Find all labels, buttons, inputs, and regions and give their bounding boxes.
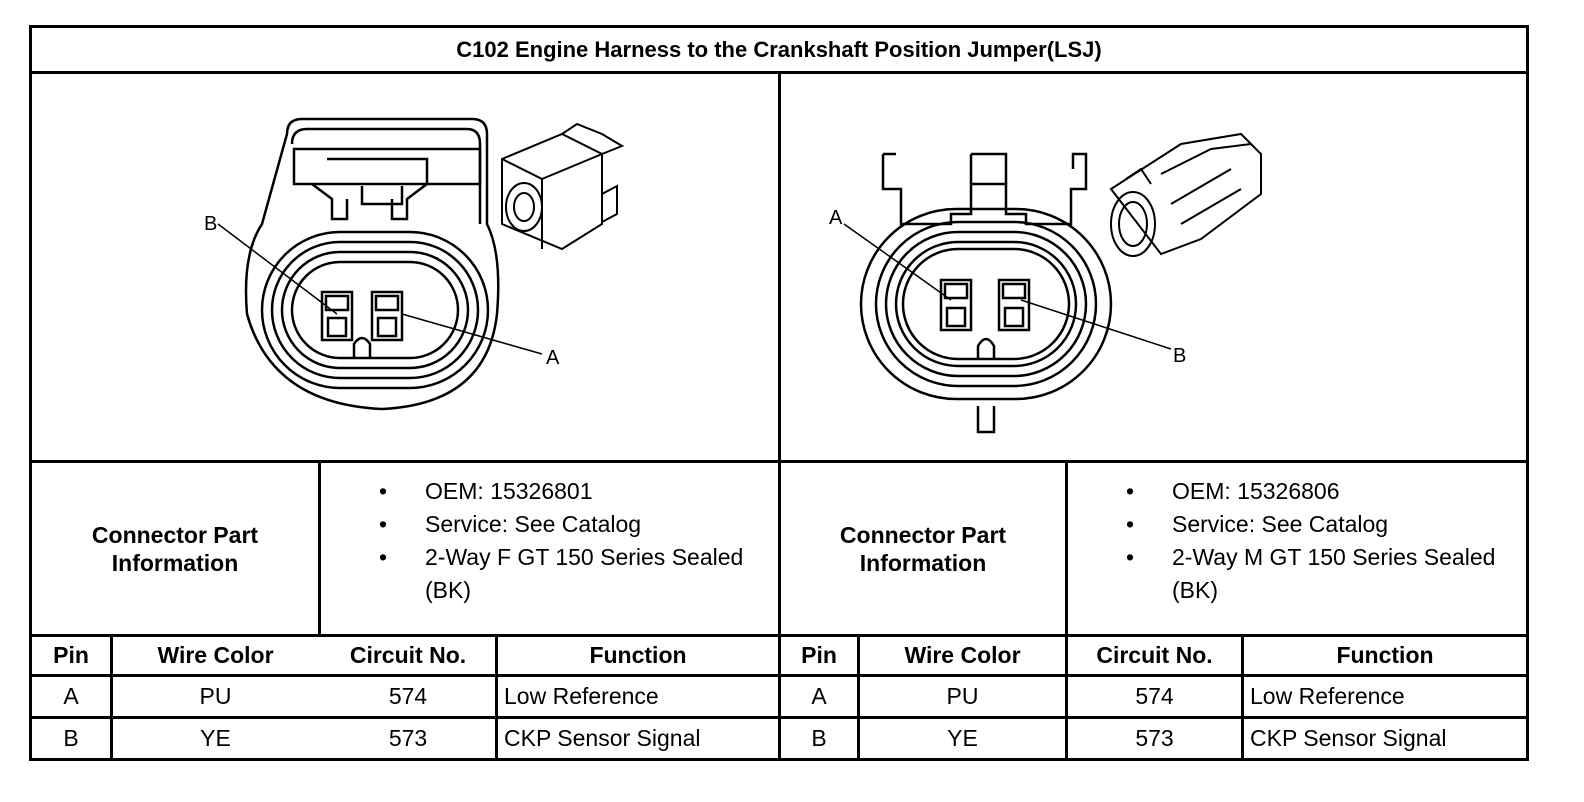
callout-b-label: B — [204, 213, 217, 235]
divider — [32, 716, 1526, 719]
header-function: Function — [1336, 642, 1434, 668]
header-wire-color: Wire Color — [904, 642, 1021, 668]
bullet: • — [379, 544, 388, 570]
part-info-item: • OEM: 15326806 — [1068, 475, 1526, 508]
cell-function: CKP Sensor Signal — [504, 725, 701, 751]
cell-circuit-no: 573 — [1135, 725, 1174, 751]
callout-a-label: A — [829, 207, 843, 229]
part-label-text: Connector Part Information — [839, 521, 1007, 576]
divider — [1241, 634, 1244, 761]
connector-description: 2-Way F GT 150 Series Sealed (BK) — [425, 544, 744, 603]
cell-pin: B — [811, 725, 827, 751]
cell-circuit-no: 574 — [388, 683, 428, 709]
divider — [778, 460, 781, 761]
part-info-item: • OEM: 15326801 — [321, 475, 778, 508]
bullet: • — [1126, 544, 1135, 570]
part-info-item: • 2-Way M GT 150 Series Sealed (BK) — [1068, 541, 1526, 607]
divider — [1065, 634, 1068, 761]
part-info-item: • Service: See Catalog — [321, 508, 778, 541]
bullet: • — [379, 478, 388, 504]
header-circuit-no: Circuit No. — [1096, 642, 1213, 668]
header-function: Function — [589, 642, 687, 668]
service-info: Service: See Catalog — [425, 511, 642, 537]
divider — [857, 634, 860, 761]
divider — [778, 71, 781, 460]
cell-function: Low Reference — [1250, 683, 1405, 709]
cell-wire-color: YE — [200, 725, 231, 751]
part-label-text: Connector Part Information — [91, 521, 259, 576]
cell-pin: A — [811, 683, 827, 709]
header-pin: Pin — [53, 642, 89, 668]
left-part-label: Connector Part Information — [32, 463, 318, 634]
service-info: Service: See Catalog — [1172, 511, 1389, 537]
cell-wire-color: PU — [199, 683, 232, 709]
left-part-info: • OEM: 15326801 • Service: See Catalog • 2-… — [321, 463, 778, 634]
cell-function: CKP Sensor Signal — [1250, 725, 1447, 751]
left-connector-diagram: B A — [32, 74, 778, 460]
right-part-info: • OEM: 15326806 • Service: See Catalog • 2-… — [1068, 463, 1526, 634]
document-title: C102 Engine Harness to the Crankshaft Po… — [456, 36, 1102, 62]
callout-a-label: A — [546, 347, 560, 369]
right-part-label: Connector Part Information — [781, 463, 1065, 634]
cell-pin: B — [63, 725, 79, 751]
cell-function: Low Reference — [504, 683, 659, 709]
cell-circuit-no: 574 — [1135, 683, 1174, 709]
header-circuit-no: Circuit No. — [349, 642, 467, 668]
connector-description: 2-Way M GT 150 Series Sealed (BK) — [1172, 544, 1496, 603]
female-connector-drawing: B A — [204, 117, 625, 411]
callout-b-label: B — [1173, 345, 1186, 367]
cell-wire-color: PU — [946, 683, 979, 709]
divider — [1065, 460, 1068, 634]
oem-number: OEM: 15326806 — [1172, 478, 1340, 504]
part-info-item: • 2-Way F GT 150 Series Sealed (BK) — [321, 541, 778, 607]
bullet: • — [1126, 511, 1135, 537]
divider — [32, 634, 1526, 637]
bullet: • — [1126, 478, 1135, 504]
divider — [495, 634, 498, 761]
header-pin: Pin — [801, 642, 837, 668]
header-wire-color: Wire Color — [157, 642, 274, 668]
cell-wire-color: YE — [947, 725, 978, 751]
cell-circuit-no: 573 — [388, 725, 428, 751]
right-connector-diagram: A B — [781, 74, 1526, 460]
male-connector-drawing: A B — [829, 132, 1262, 434]
bullet: • — [379, 511, 388, 537]
part-info-item: • Service: See Catalog — [1068, 508, 1526, 541]
connector-document: C102 Engine Harness to the Crankshaft Po… — [29, 25, 1529, 761]
divider — [318, 460, 321, 634]
oem-number: OEM: 15326801 — [425, 478, 593, 504]
divider — [32, 674, 1526, 677]
cell-pin: A — [63, 683, 79, 709]
divider — [110, 634, 113, 761]
